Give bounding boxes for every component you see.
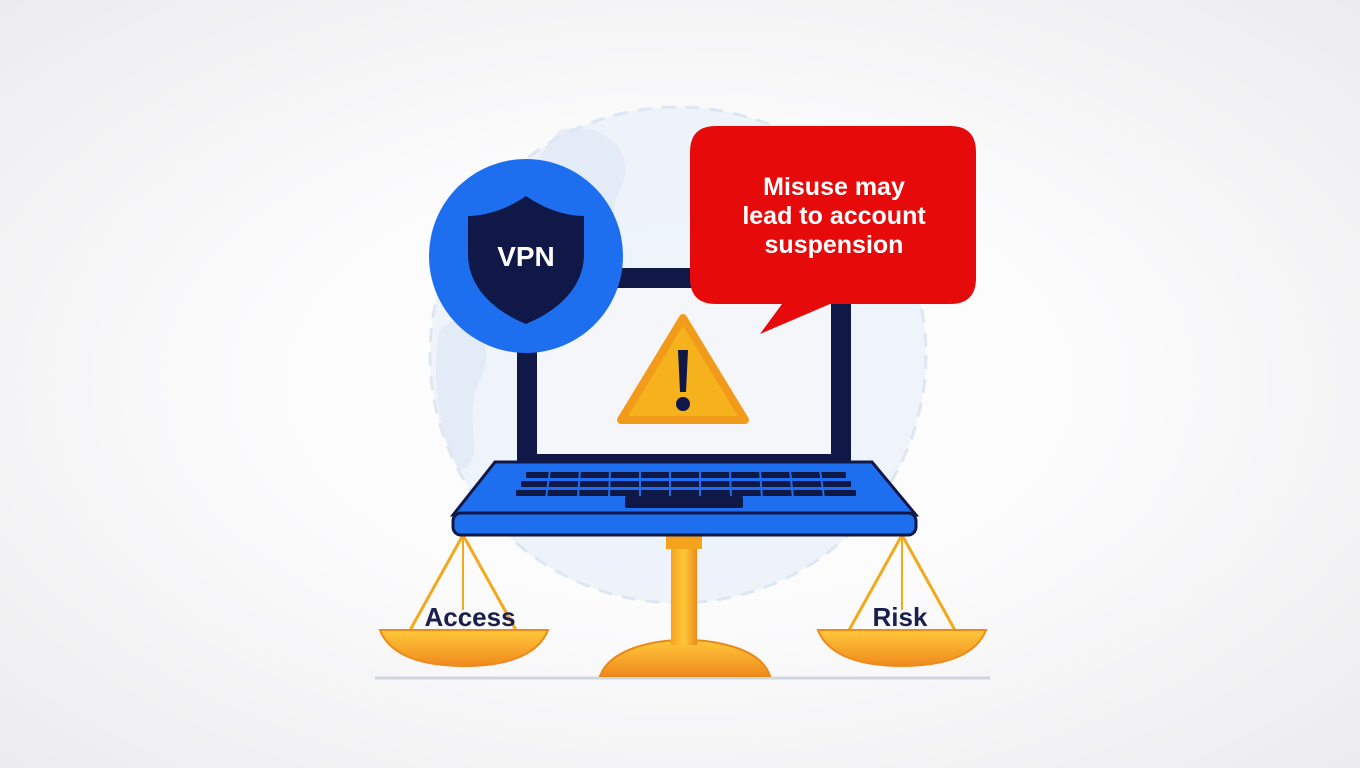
scale-left-pan (378, 534, 550, 668)
shield-icon (468, 196, 584, 324)
warning-message-line-3: suspension (765, 231, 904, 259)
warning-message-line-2: lead to account (742, 202, 926, 230)
vpn-label: VPN (497, 241, 555, 272)
access-label: Access (424, 602, 515, 632)
warning-message-line-1: Misuse may (763, 173, 905, 201)
scale-stand (598, 535, 772, 677)
warning-speech-bubble: Misuse may lead to account suspension (690, 126, 976, 334)
scale-right-pan (816, 534, 988, 668)
risk-label: Risk (873, 602, 928, 632)
laptop-base-edge (451, 511, 918, 537)
vpn-badge: VPN (429, 159, 623, 353)
warning-triangle-icon (617, 314, 749, 424)
keyboard-key-gaps (545, 469, 825, 499)
keyboard (516, 472, 856, 496)
trackpad (625, 496, 743, 508)
